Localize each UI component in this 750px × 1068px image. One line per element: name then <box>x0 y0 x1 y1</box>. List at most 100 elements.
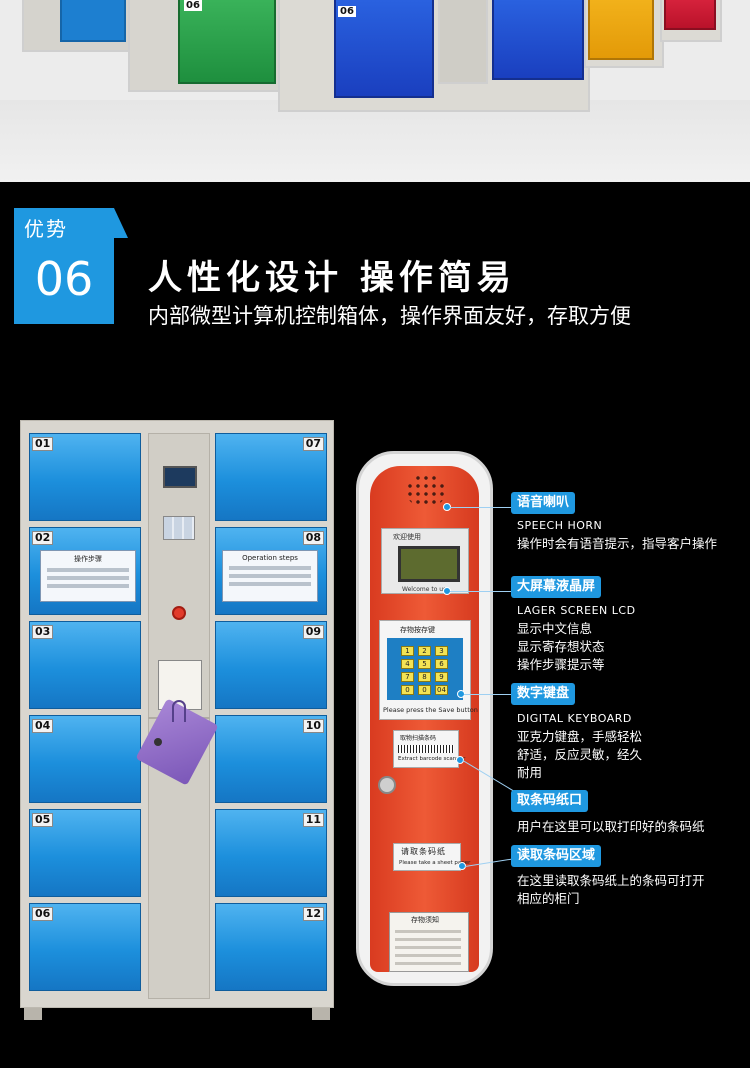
door-number: 06 <box>32 907 54 921</box>
card-line <box>47 568 129 572</box>
locker-door-07: 07 <box>215 433 327 521</box>
locker-door-10: 10 <box>215 715 327 803</box>
lock-icon <box>378 776 396 794</box>
locker-door-04: 04 <box>29 715 141 803</box>
locker-door-12: 12 <box>215 903 327 991</box>
callout-line-text: 相应的柜门 <box>517 891 580 906</box>
cabinet-blue-door-2 <box>492 0 584 80</box>
card-line <box>47 584 129 588</box>
callout-line <box>450 591 512 592</box>
callout-tag-reader: 读取条码区域 <box>511 845 602 867</box>
speaker-icon <box>406 474 446 508</box>
callout-tag-barcode-slot: 取条码纸口 <box>511 790 589 812</box>
key-4[interactable]: 4 <box>401 659 414 669</box>
badge-label: 优势 <box>24 217 68 241</box>
notice-line <box>395 930 461 933</box>
callout-line-text: 操作步骤提示等 <box>517 657 605 672</box>
locker-foot <box>312 1008 330 1020</box>
callout-tag-lcd: 大屏幕液晶屏 <box>511 576 602 598</box>
headline: 人性化设计 操作简易 <box>148 258 516 298</box>
notice-line <box>395 954 461 957</box>
door-number: 11 <box>302 813 324 827</box>
locker-door-01: 01 <box>29 433 141 521</box>
mini-lcd <box>163 466 197 488</box>
callout-line <box>450 507 512 508</box>
subheadline: 内部微型计算机控制箱体，操作界面友好，存取方便 <box>148 304 631 328</box>
door-number: 02 <box>32 531 54 545</box>
mini-keypad <box>163 516 195 540</box>
card-line <box>229 582 311 586</box>
callout-line-text: LAGER SCREEN LCD <box>517 604 636 617</box>
callout-desc-speaker: SPEECH HORN 操作时会有语音提示，指导客户操作 <box>517 517 717 553</box>
card-title: 操作步骤 <box>74 555 102 563</box>
instruction-card: Operation steps <box>222 550 318 602</box>
callout-line-text: 在这里读取条码纸上的条码可打开 <box>517 873 705 888</box>
key-3[interactable]: 3 <box>435 646 448 656</box>
key-2[interactable]: 2 <box>418 646 431 656</box>
badge-box <box>14 238 114 324</box>
badge-number: 06 <box>34 252 94 306</box>
callout-desc-reader: 在这里读取条码纸上的条码可打开 相应的柜门 <box>517 872 705 908</box>
card-line <box>229 574 311 578</box>
card-title: Operation steps <box>242 554 298 562</box>
product-photo-strip: 06 06 <box>0 0 750 182</box>
callout-tag-keypad: 数字键盘 <box>511 683 576 705</box>
callout-desc-barcode-slot: 用户在这里可以取打印好的条码纸 <box>517 818 705 836</box>
reader-title: 请取条码纸 <box>401 847 446 856</box>
floor-shadow <box>0 100 750 182</box>
key-8[interactable]: 8 <box>418 672 431 682</box>
callout-line-text: 显示寄存想状态 <box>517 639 605 654</box>
key-0b[interactable]: 0 <box>418 685 431 695</box>
card-line <box>229 566 311 570</box>
locker-door-02: 02 操作步骤 <box>29 527 141 615</box>
mini-red-button <box>172 606 186 620</box>
callout-line-text: 用户在这里可以取打印好的条码纸 <box>517 819 705 834</box>
barcode-hint: Extract barcode scanner <box>398 756 466 762</box>
locker-door-09: 09 <box>215 621 327 709</box>
callout-desc-lcd: LAGER SCREEN LCD 显示中文信息 显示寄存想状态 操作步骤提示等 <box>517 602 636 674</box>
keypad-hint: Please press the Save button <box>383 706 478 714</box>
locker-door-11: 11 <box>215 809 327 897</box>
callout-line-text: 操作时会有语音提示，指导客户操作 <box>517 536 718 551</box>
door-number: 01 <box>32 437 54 451</box>
callout-line-text: 亚克力键盘，手感轻松 <box>517 729 643 744</box>
key-1[interactable]: 1 <box>401 646 414 656</box>
locker-door-05: 05 <box>29 809 141 897</box>
callout-line-text: 耐用 <box>517 765 543 780</box>
callout-line-text: DIGITAL KEYBOARD <box>517 712 632 725</box>
cabinet-blue-center <box>438 0 488 84</box>
cabinet-green-door <box>178 0 276 84</box>
key-6[interactable]: 6 <box>435 659 448 669</box>
cabinet-left-door <box>60 0 126 42</box>
barcode-slot <box>398 745 454 753</box>
callout-line-text: 显示中文信息 <box>517 621 593 636</box>
keyhole-icon <box>154 738 162 746</box>
door-number: 09 <box>302 625 324 639</box>
lcd-subcaption: Welcome to use <box>402 586 450 593</box>
callout-desc-keypad: DIGITAL KEYBOARD 亚克力键盘，手感轻松 舒适，反应灵敏，经久 耐… <box>517 710 642 782</box>
notice-line <box>395 962 461 965</box>
key-7[interactable]: 7 <box>401 672 414 682</box>
reader-hint: Please take a sheet paper <box>399 860 471 866</box>
barcode-title: 取物扫描条码 <box>400 735 437 742</box>
cabinet-orange-door <box>588 0 654 60</box>
badge-tab-tip <box>114 208 128 238</box>
card-line <box>47 576 129 580</box>
cabinet-red-door <box>664 0 716 30</box>
key-04[interactable]: 04 <box>435 685 448 695</box>
door-label: 06 <box>338 6 356 17</box>
notice-title: 存物须知 <box>411 916 439 924</box>
key-0a[interactable]: 0 <box>401 685 414 695</box>
lcd-caption: 欢迎使用 <box>393 533 421 541</box>
notice-line <box>395 938 461 941</box>
key-9[interactable]: 9 <box>435 672 448 682</box>
key-5[interactable]: 5 <box>418 659 431 669</box>
callout-line <box>464 694 512 695</box>
door-number: 03 <box>32 625 54 639</box>
locker-door-06: 06 <box>29 903 141 991</box>
locker-foot <box>24 1008 42 1020</box>
instruction-card: 操作步骤 <box>40 550 136 602</box>
locker-cabinet: 01 02 操作步骤 03 04 05 06 07 08 Operation s… <box>20 420 334 1008</box>
callout-line-text: SPEECH HORN <box>517 519 603 532</box>
door-number: 05 <box>32 813 54 827</box>
